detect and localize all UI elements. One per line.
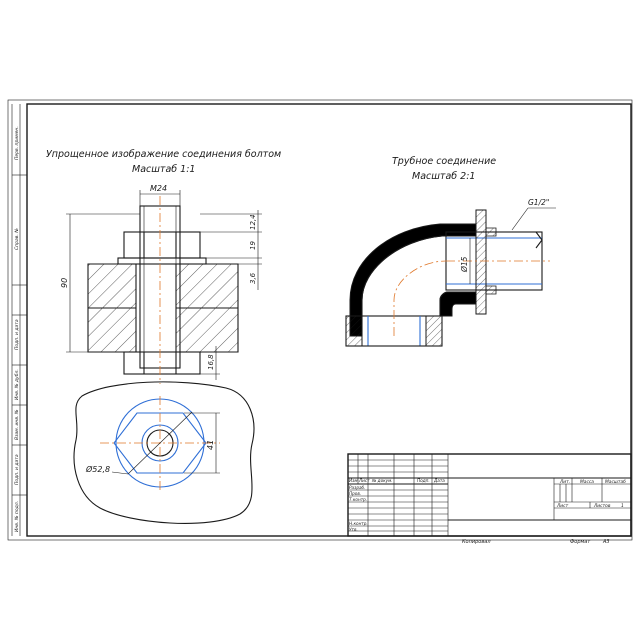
- tb-row-1: Пров.: [349, 491, 361, 496]
- bolt-scale: Масштаб 1:1: [132, 164, 195, 175]
- pipe-scale: Масштаб 2:1: [412, 171, 475, 182]
- title-block: Изм Лист № докум. Подп. Дата Разраб. Про…: [347, 453, 632, 545]
- bolt-title: Упрощенное изображение соединения болтом: [46, 149, 281, 160]
- dim-width: 41: [206, 440, 215, 450]
- side-label-6: Инв. № подл.: [14, 501, 20, 532]
- bolt-view: Упрощенное изображение соединения болтом…: [46, 149, 281, 384]
- side-strip: Перв. примен. Справ. № Подп. и дата Инв.…: [11, 104, 27, 536]
- dim-height: 90: [60, 278, 69, 288]
- pipe-title: Трубное соединение: [392, 156, 496, 167]
- tb-col-3: Подп.: [417, 478, 430, 483]
- tb-mass: Масса: [580, 479, 594, 485]
- tb-copied: Копировал: [462, 539, 491, 545]
- tb-row-0: Разраб.: [349, 485, 365, 490]
- side-label-1: Справ. №: [14, 228, 20, 250]
- tb-scale: Масштаб: [605, 479, 626, 485]
- tb-format: Формат: [570, 539, 591, 545]
- side-label-5: Подп. и дата: [14, 454, 20, 485]
- side-label-2: Подп. и дата: [14, 319, 20, 350]
- dim-circle: Ø52,8: [85, 464, 110, 474]
- dim-pipe-thread: G1/2": [528, 198, 549, 207]
- tb-row-5: Утв.: [349, 527, 358, 532]
- tb-format-value: A3: [602, 539, 610, 545]
- dim-d4: 16,8: [207, 354, 215, 370]
- plan-view: Ø52,8 41: [73, 381, 255, 524]
- tb-col-1: Лист: [358, 478, 370, 483]
- tb-sheet: Лист: [556, 503, 569, 509]
- tb-row-2: Т.контр.: [349, 497, 367, 502]
- tb-col-2: № докум.: [371, 478, 393, 483]
- dim-bore: Ø15: [460, 256, 469, 273]
- tb-row-4: Н.контр.: [349, 521, 368, 526]
- tb-lit: Лит.: [559, 479, 570, 485]
- side-label-3: Инв. № дубл.: [14, 369, 20, 400]
- dim-d2: 19: [249, 241, 257, 250]
- side-label-0: Перв. примен.: [14, 126, 20, 160]
- tb-sheets-value: 1: [621, 503, 624, 509]
- dim-d3: 3,6: [249, 272, 257, 284]
- dim-thread: M24: [150, 184, 167, 193]
- sheet-frame: [7, 99, 633, 541]
- tb-col-4: Дата: [433, 478, 445, 483]
- tb-sheets: Листов: [593, 503, 611, 509]
- tb-col-0: Изм: [349, 478, 358, 483]
- pipe-view: Трубное соединение Масштаб 2:1 Ø15: [345, 156, 556, 347]
- side-label-4: Взам. инв. №: [14, 409, 20, 440]
- dim-d1: 12,4: [249, 214, 257, 230]
